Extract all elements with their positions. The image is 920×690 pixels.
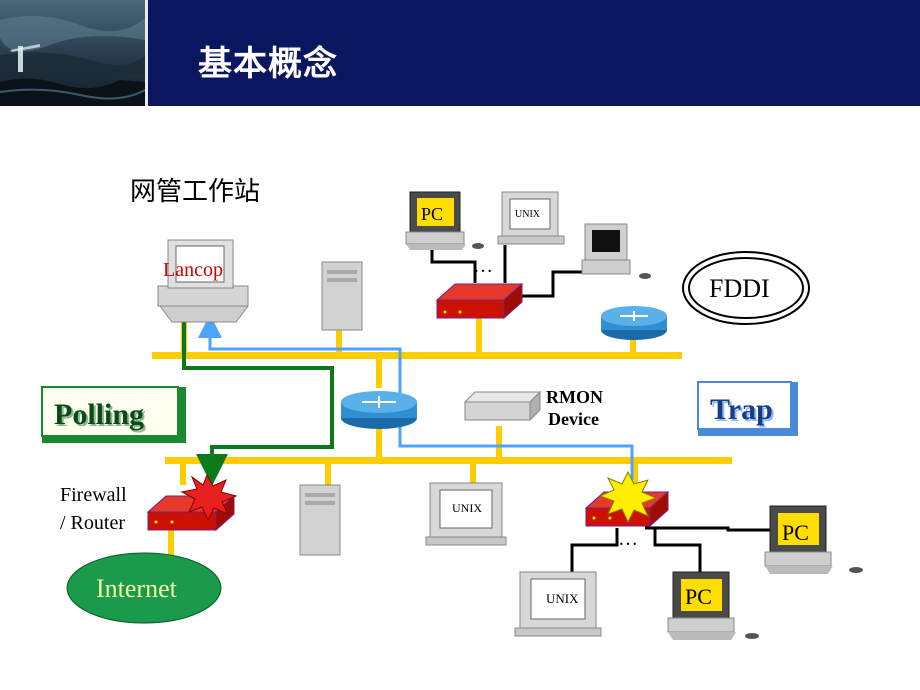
top-hub [435,282,524,320]
workstation-caption: 网管工作站 [130,177,260,207]
bottom-unix-label: UNIX [546,591,579,606]
top-pc: PC [405,191,484,250]
internet-cloud: Internet [66,552,222,624]
lancop-workstation: Lancop [157,239,249,323]
fddi-router [601,306,667,340]
lancop-label: Lancop [163,259,223,281]
polling-path [182,320,334,486]
fddi-label: FDDI [709,274,770,303]
bottom-unix: UNIX [514,571,602,637]
trap-label: Trap [710,393,773,426]
bottom-pc: PC [667,571,759,640]
middle-unix: UNIX [425,482,507,546]
cable-lines [430,245,770,572]
trap-hub [584,470,670,528]
bottom-ellipsis: … [618,528,638,550]
right-lower-pc: PC [764,505,863,574]
polling-label-shadow: Polling [56,400,146,433]
firewall-line2: / Router [60,512,125,534]
alert-burst-red [180,473,238,522]
lower-server [299,484,341,556]
rmon-line1: RMON [546,387,603,407]
trap-label-shadow: Trap [712,395,775,428]
right-lower-pc-label: PC [782,520,809,545]
firewall-router [146,473,238,532]
alert-burst-yellow [598,470,658,524]
right-pc [581,223,651,279]
network-diagram: 网管工作站 Lancop PC UNIX … [41,177,863,640]
fddi-ring: FDDI [682,251,810,325]
lower-bus [165,426,732,556]
rmon-device: RMON Device [463,387,603,429]
lighthouse-photo [0,0,145,106]
top-pc-label: PC [421,204,443,224]
header-separator [145,0,148,106]
top-unix: UNIX [497,191,565,245]
header-bar: 基本概念 [0,0,920,106]
middle-unix-label: UNIX [452,501,482,515]
polling-box: Polling Polling [41,386,186,443]
polling-label: Polling [54,398,144,431]
internet-label: Internet [96,574,178,603]
central-router [341,391,417,429]
page-title: 基本概念 [198,44,338,84]
trap-box: Trap Trap [697,381,798,436]
firewall-line1: Firewall [60,484,127,506]
rmon-line2: Device [548,409,599,429]
top-ellipsis: … [473,255,493,277]
upper-server [321,261,363,331]
bottom-pc-label: PC [685,584,712,609]
top-unix-label: UNIX [515,209,541,220]
